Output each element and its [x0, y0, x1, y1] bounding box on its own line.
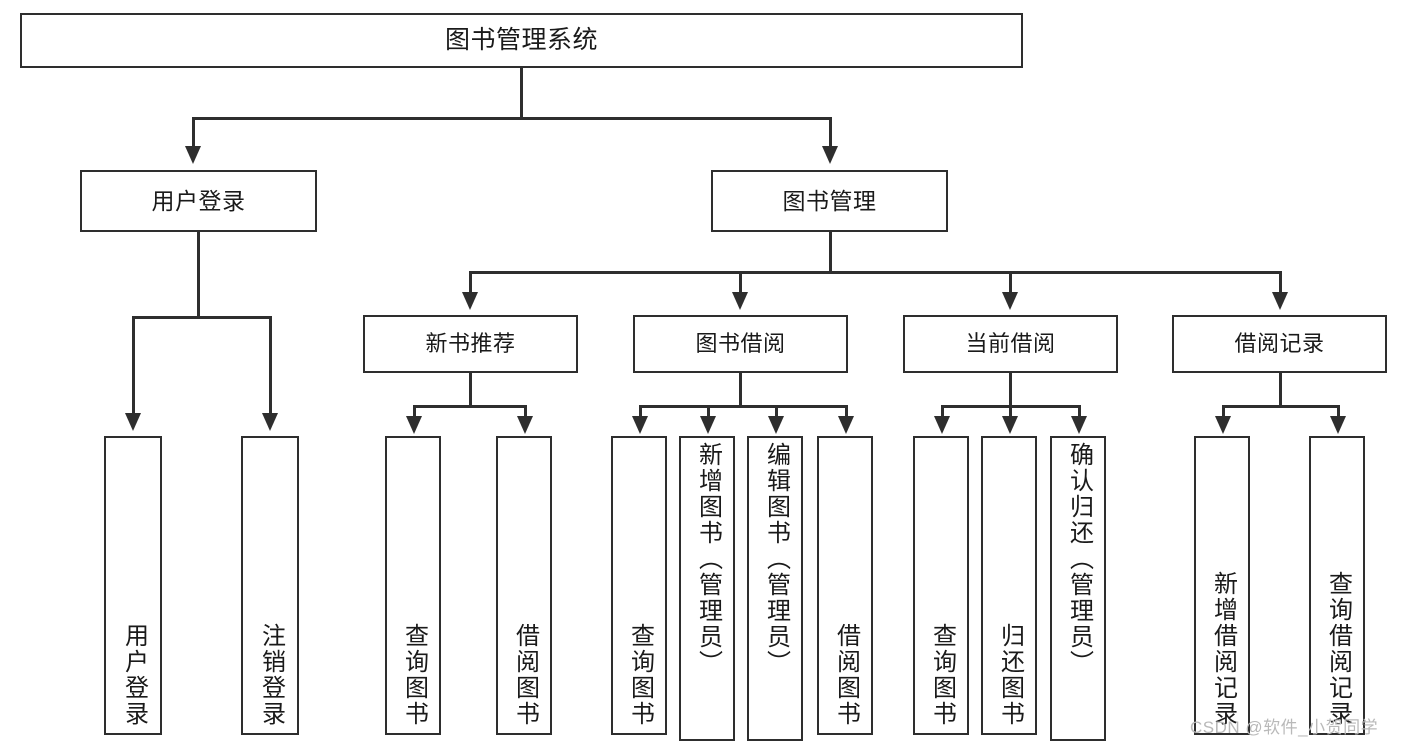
node-leaf-query-book-2-label: 查询图书 [626, 623, 654, 727]
node-leaf-borrow-book-2[interactable]: 借阅图书 [817, 436, 873, 735]
node-leaf-confirm-return[interactable]: 确认归还（管理员） [1050, 436, 1106, 741]
node-leaf-user-logout-label: 注销登录 [257, 623, 285, 727]
node-leaf-borrow-book-1-label: 借阅图书 [511, 623, 539, 727]
node-leaf-add-record-label: 新增借阅记录 [1209, 571, 1237, 727]
arrowhead-leaf-user-login [125, 413, 141, 431]
node-leaf-user-login[interactable]: 用户登录 [104, 436, 162, 735]
edge-borrow-record-to-query [1337, 405, 1340, 417]
arrowhead-leaf-query-record [1330, 416, 1346, 434]
edge-new-book-stem [469, 373, 472, 406]
node-leaf-edit-book-label: 编辑图书（管理员） [762, 442, 790, 676]
arrowhead-new-book-rec [462, 292, 478, 310]
node-leaf-edit-book[interactable]: 编辑图书（管理员） [747, 436, 803, 741]
edge-book-borrow-bus [639, 405, 847, 408]
node-leaf-user-logout[interactable]: 注销登录 [241, 436, 299, 735]
arrowhead-leaf-add-book [700, 416, 716, 434]
node-book-manage[interactable]: 图书管理 [711, 170, 948, 232]
edge-book-manage-to-book-borrow [739, 271, 742, 293]
node-book-borrow-label: 图书借阅 [695, 331, 786, 357]
arrowhead-leaf-query-book-3 [934, 416, 950, 434]
node-leaf-query-book-2[interactable]: 查询图书 [611, 436, 667, 735]
edge-book-manage-stem [829, 232, 832, 272]
node-user-login-label: 用户登录 [151, 187, 246, 214]
node-user-login[interactable]: 用户登录 [80, 170, 317, 232]
arrowhead-leaf-user-logout [262, 413, 278, 431]
edge-borrow-record-to-add [1222, 405, 1225, 417]
node-leaf-query-book-1-label: 查询图书 [400, 623, 428, 727]
node-leaf-add-book[interactable]: 新增图书（管理员） [679, 436, 735, 741]
node-current-borrow[interactable]: 当前借阅 [903, 315, 1118, 373]
node-leaf-query-record-label: 查询借阅记录 [1324, 571, 1352, 727]
node-new-book-rec[interactable]: 新书推荐 [363, 315, 578, 373]
arrowhead-leaf-query-book-1 [406, 416, 422, 434]
arrowhead-leaf-add-record [1215, 416, 1231, 434]
node-root-label: 图书管理系统 [444, 26, 598, 54]
edge-new-book-to-query [413, 405, 416, 417]
edge-book-borrow-to-add [707, 405, 710, 417]
edge-book-manage-bus [469, 271, 1281, 274]
node-leaf-add-record[interactable]: 新增借阅记录 [1194, 436, 1250, 735]
node-new-book-rec-label: 新书推荐 [425, 331, 516, 357]
arrowhead-leaf-borrow-book-2 [838, 416, 854, 434]
arrowhead-leaf-edit-book [768, 416, 784, 434]
node-borrow-record[interactable]: 借阅记录 [1172, 315, 1387, 373]
edge-root-to-user-login [192, 117, 195, 147]
arrowhead-book-borrow [732, 292, 748, 310]
node-leaf-user-login-label: 用户登录 [120, 623, 148, 727]
node-leaf-query-book-1[interactable]: 查询图书 [385, 436, 441, 735]
arrowhead-borrow-record [1272, 292, 1288, 310]
edge-current-borrow-to-confirm [1078, 405, 1081, 417]
arrowhead-leaf-query-book-2 [632, 416, 648, 434]
edge-borrow-record-stem [1279, 373, 1282, 406]
arrowhead-leaf-confirm-return [1071, 416, 1087, 434]
edge-current-borrow-to-query [941, 405, 944, 417]
edge-borrow-record-bus [1222, 405, 1339, 408]
node-leaf-query-book-3-label: 查询图书 [928, 623, 956, 727]
edge-new-book-bus [413, 405, 526, 408]
edge-book-borrow-stem [739, 373, 742, 406]
node-leaf-return-book-label: 归还图书 [996, 623, 1024, 727]
arrowhead-current-borrow [1002, 292, 1018, 310]
node-root[interactable]: 图书管理系统 [20, 13, 1023, 68]
node-book-manage-label: 图书管理 [782, 187, 877, 214]
edge-current-borrow-to-return [1009, 405, 1012, 417]
node-leaf-return-book[interactable]: 归还图书 [981, 436, 1037, 735]
edge-new-book-to-borrow [524, 405, 527, 417]
edge-user-login-to-leaf-logout [269, 316, 272, 414]
node-leaf-borrow-book-1[interactable]: 借阅图书 [496, 436, 552, 735]
edge-book-borrow-to-edit [775, 405, 778, 417]
node-leaf-query-book-3[interactable]: 查询图书 [913, 436, 969, 735]
edge-book-manage-to-new-book [469, 271, 472, 293]
edge-book-borrow-to-borrow [845, 405, 848, 417]
edge-user-login-stem [197, 232, 200, 317]
node-book-borrow[interactable]: 图书借阅 [633, 315, 848, 373]
node-leaf-borrow-book-2-label: 借阅图书 [832, 623, 860, 727]
edge-user-login-to-leaf-login [132, 316, 135, 414]
node-leaf-confirm-return-label: 确认归还（管理员） [1065, 442, 1093, 676]
edge-root-bus [192, 117, 831, 120]
edge-book-manage-to-current-borrow [1009, 271, 1012, 293]
edge-book-manage-to-borrow-record [1279, 271, 1282, 293]
edge-root-to-book-manage [829, 117, 832, 147]
arrowhead-leaf-borrow-book-1 [517, 416, 533, 434]
arrowhead-leaf-return-book [1002, 416, 1018, 434]
node-leaf-query-record[interactable]: 查询借阅记录 [1309, 436, 1365, 735]
edge-root-stem [520, 68, 523, 118]
node-current-borrow-label: 当前借阅 [965, 331, 1056, 357]
arrowhead-book-manage [822, 146, 838, 164]
node-borrow-record-label: 借阅记录 [1234, 331, 1325, 357]
arrowhead-user-login [185, 146, 201, 164]
node-leaf-add-book-label: 新增图书（管理员） [694, 442, 722, 676]
edge-user-login-bus [132, 316, 271, 319]
edge-book-borrow-to-query [639, 405, 642, 417]
edge-current-borrow-stem [1009, 373, 1012, 406]
